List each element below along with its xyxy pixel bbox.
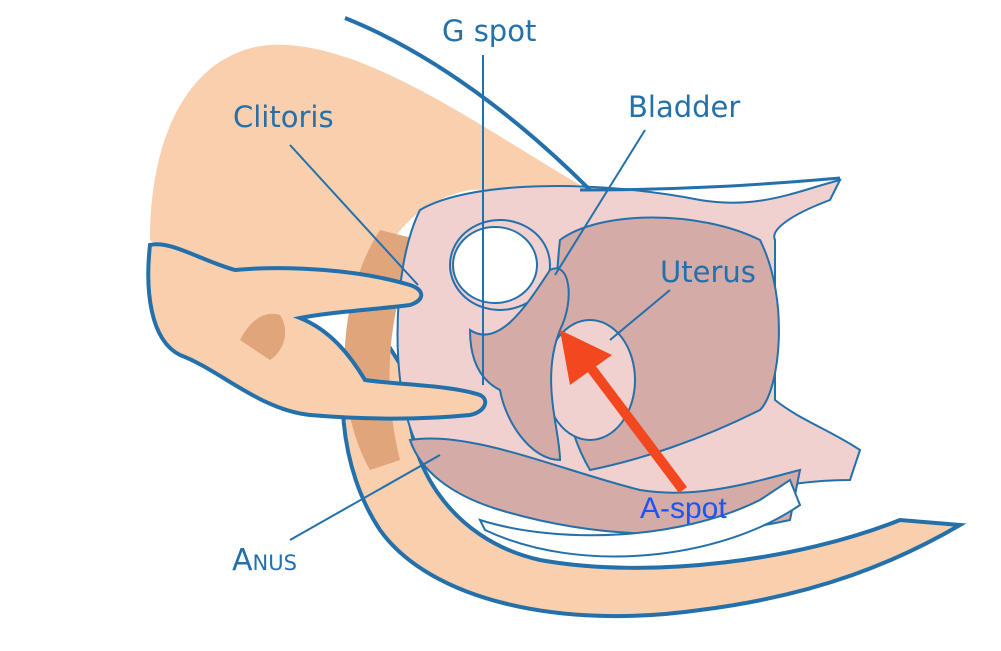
clitoris-leader [289, 144, 419, 286]
back-line [579, 176, 841, 192]
uterus-leader [609, 289, 671, 341]
a-spot-label: A-spot [640, 492, 727, 525]
clitoris-label: Clitoris [233, 100, 334, 134]
anus-label: Anus [232, 543, 297, 578]
rectum-shape [408, 437, 802, 535]
g-spot-label: G spot [442, 14, 537, 48]
knuckle-shadow [240, 313, 286, 360]
a-spot-arrow-shaft [581, 356, 687, 494]
cervix-shape [544, 319, 636, 441]
thigh-shape [150, 44, 580, 301]
uterus-label: Uterus [660, 255, 756, 289]
hand-shape [146, 242, 488, 421]
buttock-shape [340, 295, 967, 619]
spine-shape [478, 478, 802, 558]
vaginal-canal [468, 267, 570, 462]
bladder-leader [554, 129, 646, 276]
a-spot-arrow-head [560, 330, 612, 385]
abdomen-line [344, 16, 592, 192]
anus-leader [289, 454, 441, 541]
bladder-label: Bladder [628, 90, 741, 124]
bladder-cavity [452, 226, 538, 304]
